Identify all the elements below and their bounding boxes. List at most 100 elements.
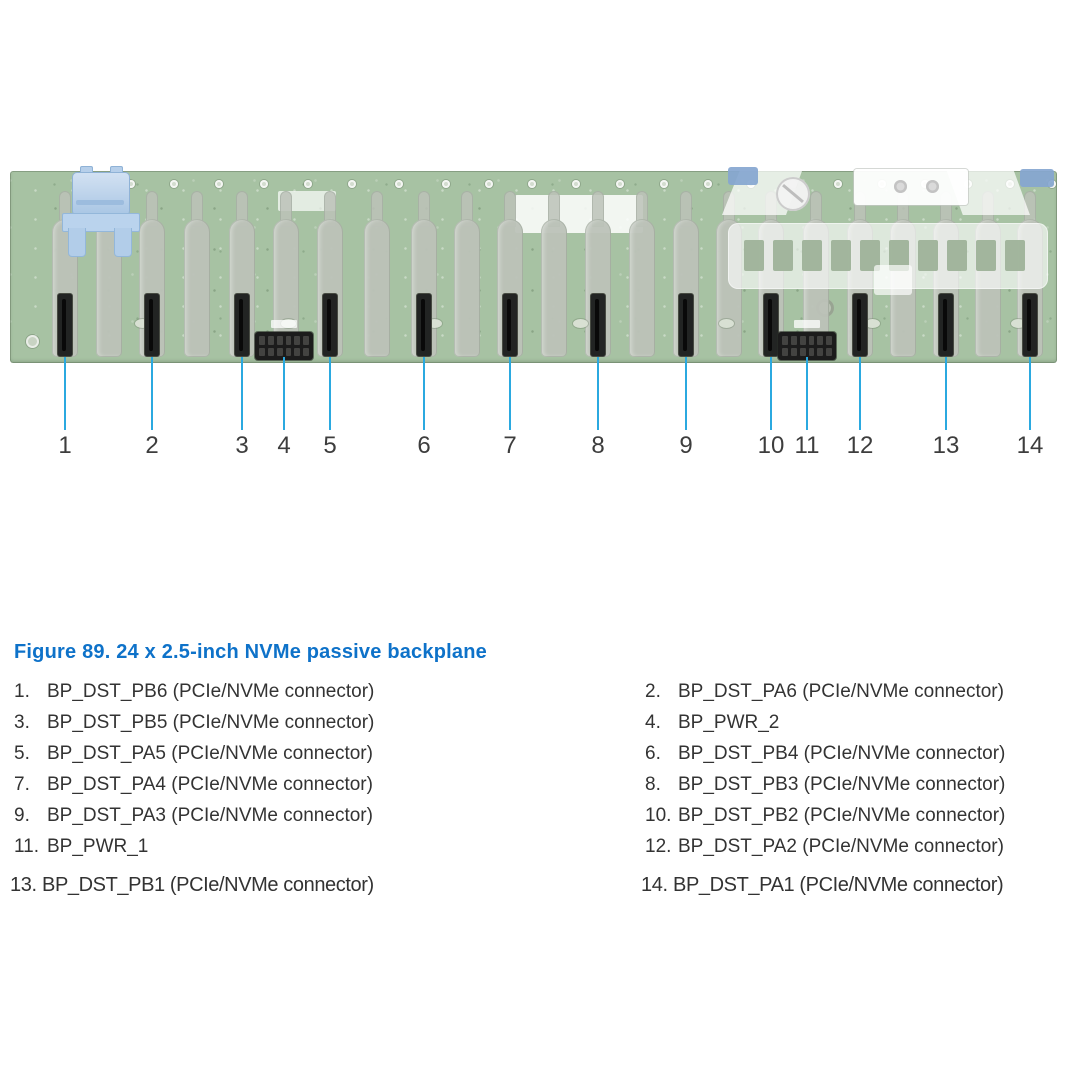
power-pin: [782, 347, 788, 356]
legend-item-number: 6.: [645, 742, 661, 764]
callout-number: 12: [846, 432, 874, 459]
power-pin: [808, 347, 815, 356]
legend-item: 11. BP_PWR_1: [14, 831, 645, 862]
nvme-connector: [57, 293, 73, 357]
legend-item-number: 8.: [645, 773, 661, 795]
figure-caption: Figure 89. 24 x 2.5-inch NVMe passive ba…: [14, 641, 487, 663]
board-label-large: [515, 195, 643, 233]
handle-cap: [72, 172, 130, 216]
power-pin: [259, 347, 265, 356]
legend-item-number: 10.: [645, 804, 672, 826]
board-mount-hole: [26, 335, 39, 348]
legend-item: 1. BP_DST_PB6 (PCIe/NVMe connector): [14, 676, 645, 707]
legend-item-label: BP_PWR_1: [47, 835, 149, 857]
callout-number: 4: [277, 432, 291, 459]
callout-line: [806, 357, 808, 430]
power-pin: [808, 336, 815, 345]
callout-number: 10: [757, 432, 785, 459]
callout-number: 1: [58, 432, 72, 459]
legend-item-label: BP_DST_PB6 (PCIe/NVMe connector): [47, 680, 375, 702]
power-pin: [817, 347, 824, 356]
drive-channel-stem: [1024, 191, 1036, 227]
legend-item-label: BP_DST_PB3 (PCIe/NVMe connector): [678, 773, 1006, 795]
bracket-cutout: [947, 240, 967, 271]
screw-hole: [485, 180, 493, 188]
callout-number: 2: [145, 432, 159, 459]
callout-number: 13: [932, 432, 960, 459]
legend-item-number: 13.: [10, 874, 37, 896]
nvme-connector: [763, 293, 779, 357]
power-pin: [817, 336, 824, 345]
drive-channel-stem: [548, 191, 560, 227]
screw-hole: [215, 180, 223, 188]
bracket-cutout: [976, 240, 996, 271]
power-pin: [790, 347, 797, 356]
nvme-connector: [678, 293, 694, 357]
bracket-cutout: [802, 240, 822, 271]
screw-hole: [528, 180, 536, 188]
legend-item-label: BP_PWR_2: [678, 711, 780, 733]
callout-line: [64, 357, 66, 430]
legend-item-label: BP_DST_PA3 (PCIe/NVMe connector): [47, 804, 373, 826]
legend-item-number: 3.: [14, 711, 30, 733]
screw-hole: [572, 180, 580, 188]
legend-list: 1. BP_DST_PB6 (PCIe/NVMe connector) 2. BP_D…: [10, 676, 1066, 901]
legend-item-label: BP_DST_PA1 (PCIe/NVMe connector): [673, 874, 1004, 896]
legend-item: 12.BP_DST_PA2 (PCIe/NVMe connector): [645, 831, 1066, 862]
callout-line: [945, 357, 947, 430]
callout-line: [509, 357, 511, 430]
legend-item-label: BP_DST_PA5 (PCIe/NVMe connector): [47, 742, 373, 764]
screw-hole: [442, 180, 450, 188]
callout-number: 7: [503, 432, 517, 459]
power-pin: [782, 336, 788, 345]
handle-tab: [110, 166, 123, 175]
legend-item-label: BP_DST_PA6 (PCIe/NVMe connector): [678, 680, 1004, 702]
legend-item: 13.BP_DST_PB1 (PCIe/NVMe connector): [10, 870, 645, 901]
handle-flange: [62, 213, 140, 232]
legend-item-number: 11.: [14, 835, 40, 857]
legend-item-label: BP_DST_PB5 (PCIe/NVMe connector): [47, 711, 375, 733]
power-pin: [826, 336, 832, 345]
mount-oval: [573, 319, 588, 328]
drive-channel-stem: [324, 191, 336, 227]
callout-line: [1029, 357, 1031, 430]
power-pin: [267, 336, 274, 345]
bracket-cutout: [1005, 240, 1025, 271]
drive-channel: [629, 219, 655, 357]
power-connector: [778, 332, 836, 360]
screw-hole: [126, 180, 135, 188]
drive-channel-stem: [680, 191, 692, 227]
drive-channel: [364, 219, 390, 357]
nvme-connector: [416, 293, 432, 357]
callout-line: [597, 357, 599, 430]
power-pin: [285, 347, 292, 356]
bracket-blue-clip: [728, 167, 758, 185]
power-pin: [294, 336, 301, 345]
drive-channel-stem: [146, 191, 158, 227]
callout-number: 11: [794, 432, 820, 459]
nvme-connector: [144, 293, 160, 357]
callout-number: 5: [323, 432, 337, 459]
legend-item-label: BP_DST_PA4 (PCIe/NVMe connector): [47, 773, 373, 795]
drive-channel-stem: [592, 191, 604, 227]
handle-cap-line: [76, 200, 124, 205]
power-pin: [790, 336, 797, 345]
power-connector: [255, 332, 313, 360]
screw-hole: [660, 180, 668, 188]
screw-hole: [704, 180, 712, 188]
callout-line: [770, 357, 772, 430]
bracket-plate: [854, 169, 968, 205]
nvme-connector: [234, 293, 250, 357]
bracket-cutout: [831, 240, 851, 271]
legend-item: 5. BP_DST_PA5 (PCIe/NVMe connector): [14, 738, 645, 769]
legend-item-number: 5.: [14, 742, 30, 764]
nvme-connector: [502, 293, 518, 357]
legend-item-number: 2.: [645, 680, 661, 702]
power-pin: [294, 347, 301, 356]
legend-item-label: BP_DST_PB2 (PCIe/NVMe connector): [678, 804, 1006, 826]
nvme-connector: [852, 293, 868, 357]
legend-item-number: 1.: [14, 680, 30, 702]
drive-channel-stem: [371, 191, 383, 227]
mount-oval: [865, 319, 880, 328]
